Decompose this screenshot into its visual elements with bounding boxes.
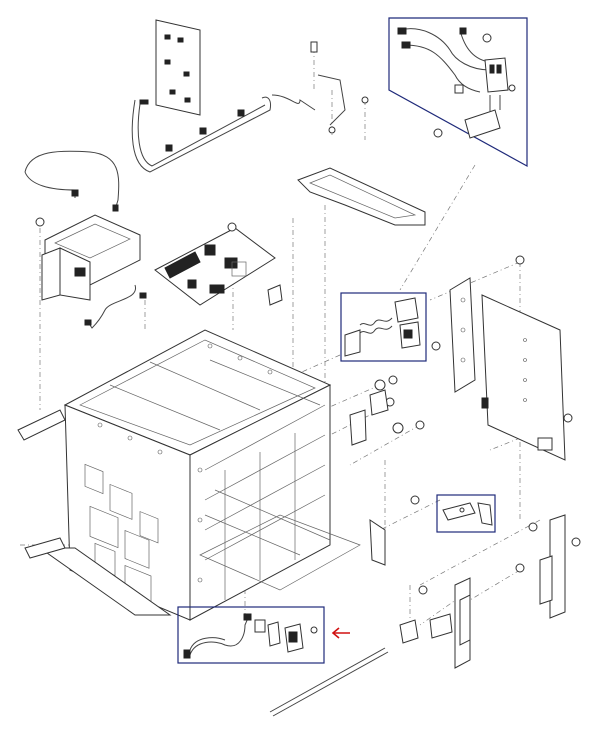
main-frame	[17, 329, 361, 621]
hardware-fasteners	[349, 375, 538, 566]
callout-box-lever	[436, 494, 496, 533]
center-circuit-board	[84, 222, 283, 329]
top-control-board	[131, 19, 316, 173]
wiring-harness-assembly	[388, 17, 528, 168]
lower-right-rails	[269, 514, 581, 717]
callout-box-wiring-harness	[388, 17, 528, 168]
callout-box-sensor-cable	[177, 606, 325, 664]
left-arrow-icon	[331, 627, 350, 639]
callout-box-spring-sensor	[340, 292, 427, 362]
left-signal-cable	[24, 150, 120, 212]
sensor-cable-assembly	[177, 606, 325, 664]
right-side-panel	[449, 255, 573, 461]
upper-rail-bracket	[297, 41, 426, 226]
spring-sensor-assembly	[340, 292, 441, 362]
lever-assembly	[436, 494, 496, 533]
left-bracket	[35, 214, 141, 301]
